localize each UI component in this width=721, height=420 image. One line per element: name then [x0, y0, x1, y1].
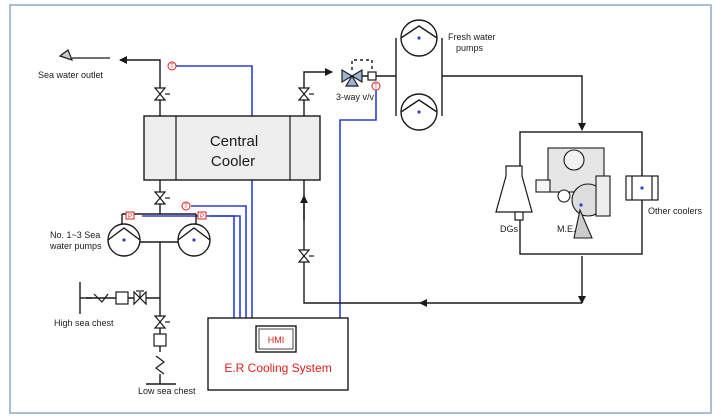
low-sea-chest-label: Low sea chest — [138, 386, 196, 396]
dgs-label: DGs — [500, 224, 519, 234]
fw-small-box — [367, 71, 377, 81]
valve-low-chest — [153, 315, 170, 329]
temp-sensor-sw-inlet-symbol: T — [184, 204, 188, 210]
check-valve-high — [93, 293, 109, 303]
temp-sensor-sw-inlet: T — [181, 201, 191, 211]
hmi-label: HMI — [268, 335, 285, 345]
sea-outlet-symbol — [58, 49, 110, 61]
valve-return-line — [297, 249, 314, 263]
high-sea-chest — [79, 282, 92, 314]
temp-sensor-outlet: T — [167, 61, 177, 71]
sw-pump-2 — [177, 223, 211, 257]
temp-sensor-fw-symbol: T — [374, 84, 378, 90]
fw-pump-2 — [400, 93, 438, 131]
main-engine-label: M.E. — [557, 224, 576, 234]
other-coolers — [625, 175, 659, 201]
fresh-water-pumps — [400, 19, 438, 131]
diesel-generators — [495, 165, 533, 221]
sea-water-pumps — [107, 223, 211, 257]
fw-pump-1 — [400, 19, 438, 57]
sensors: T T T P P — [125, 61, 381, 220]
strainer-high — [115, 291, 129, 305]
sw-pumps-label-1: No. 1~3 Sea — [50, 230, 100, 240]
pressure-sensor-pump-2: P — [197, 211, 207, 220]
temp-sensor-outlet-symbol: T — [170, 64, 174, 70]
central-cooler-label-2: Cooler — [211, 153, 255, 170]
check-valve-low — [155, 355, 165, 375]
valve-fw-outlet — [297, 87, 314, 101]
low-sea-chest — [146, 374, 176, 385]
pressure-sensor-pump-1-symbol: P — [128, 214, 132, 220]
strainer-low — [153, 333, 167, 347]
pressure-sensor-pump-2-symbol: P — [200, 214, 204, 220]
temp-sensor-fw: T — [371, 81, 381, 91]
fittings — [93, 71, 377, 375]
three-way-valve-body — [341, 68, 363, 87]
control-cabinet: HMI E.R Cooling System — [207, 317, 349, 391]
valves — [133, 68, 363, 329]
high-sea-chest-label: High sea chest — [54, 318, 114, 328]
valve-sea-outlet — [153, 87, 170, 101]
valve-sw-pumps — [153, 191, 170, 205]
central-cooler: Central Cooler — [143, 115, 321, 181]
signal-lines — [142, 65, 377, 318]
fw-pumps-label-2: pumps — [456, 43, 484, 53]
other-coolers-label: Other coolers — [648, 206, 703, 216]
three-way-valve-label: 3-way v/v — [336, 92, 375, 102]
fw-pumps-label-1: Fresh water — [448, 32, 496, 42]
main-engine — [535, 147, 611, 239]
central-cooler-label-1: Central — [210, 133, 258, 150]
cooling-system-label: E.R Cooling System — [224, 361, 331, 375]
valve-high-chest — [133, 290, 147, 306]
pressure-sensor-pump-1: P — [125, 211, 135, 220]
sea-water-outlet-label: Sea water outlet — [38, 70, 104, 80]
sw-pumps-label-2: water pumps — [49, 241, 102, 251]
sw-pump-1 — [107, 223, 141, 257]
